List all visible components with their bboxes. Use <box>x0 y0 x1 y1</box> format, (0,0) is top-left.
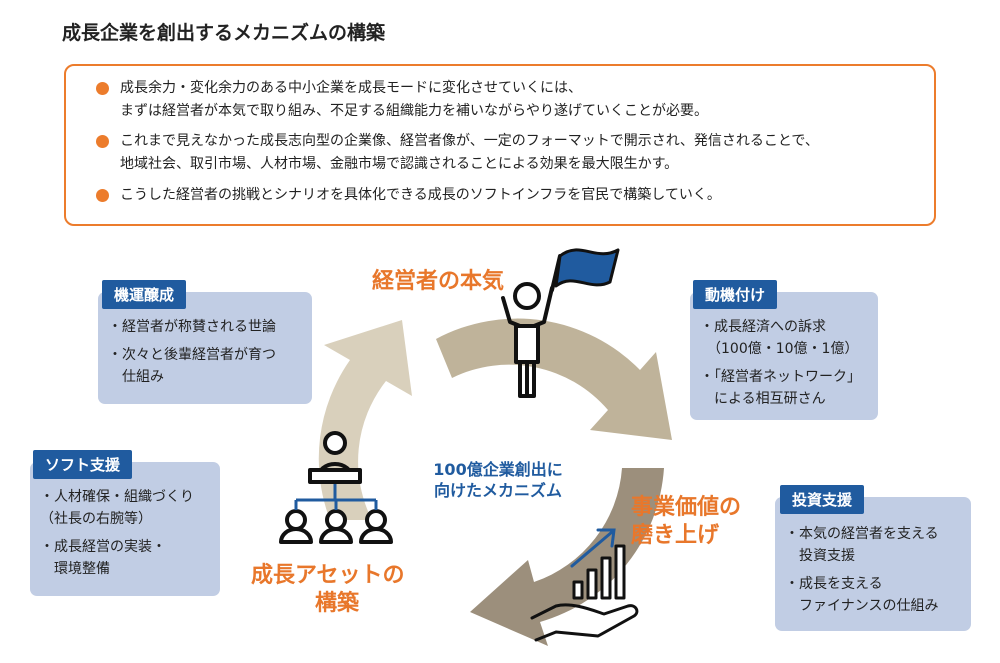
panel-soft-shien: ・人材確保・組織づくり （社長の右腕等） ・成長経営の実装・ 環境整備 <box>30 462 220 596</box>
panel-item-line: 仕組み <box>108 369 164 385</box>
summary-bullet-1-line-1: 成長余力・変化余力のある中小企業を成長モードに変化させていくには、 <box>120 80 582 96</box>
org-chart-icon <box>279 431 393 544</box>
tag-toushi-shien: 投資支援 <box>780 485 865 514</box>
panel-kiun-jousei: ・経営者が称賛される世論 ・次々と後輩経営者が育つ 仕組み <box>98 292 312 404</box>
bullet-dot-icon <box>96 189 109 202</box>
panel-item: ・成長を支える ファイナンスの仕組み <box>785 573 965 617</box>
panel-item-line: ・成長を支える <box>785 576 883 592</box>
summary-bullet-1-line-2: まずは経営者が本気で取り組み、不足する組織能力を補いながらやり遂げていくことが必… <box>120 103 708 119</box>
panel-item: ・成長経済への訴求 （100億・10億・1億） <box>700 316 872 360</box>
summary-box: 成長余力・変化余力のある中小企業を成長モードに変化させていくには、 まずは経営者… <box>64 64 936 226</box>
cycle-center-line-2: 向けたメカニズム <box>433 481 562 500</box>
panel-toushi-shien: ・本気の経営者を支える 投資支援 ・成長を支える ファイナンスの仕組み <box>775 497 971 631</box>
stage-label-right-line-2: 磨き上げ <box>631 523 720 548</box>
cycle-center-text: 100億企業創出に 向けたメカニズム <box>413 459 583 501</box>
panel-item: ・経営者が称賛される世論 <box>108 316 306 338</box>
stage-label-left-line-1: 成長アセットの <box>251 563 405 588</box>
panel-item: ・本気の経営者を支える 投資支援 <box>785 523 965 567</box>
tag-soft-shien: ソフト支援 <box>33 450 133 479</box>
bullet-dot-icon <box>96 82 109 95</box>
panel-douki-zuke: ・成長経済への訴求 （100億・10億・1億） ・「経営者ネットワーク」 による… <box>690 292 878 420</box>
panel-item-line: 環境整備 <box>40 561 110 577</box>
panel-item: ・人材確保・組織づくり （社長の右腕等） <box>40 486 214 530</box>
growth-arrow-icon <box>570 528 616 568</box>
tag-kiun-jousei: 機運醸成 <box>102 280 187 309</box>
org-chart-lines-icon <box>294 484 378 510</box>
panel-item-line: ・人材確保・組織づくり <box>40 489 194 505</box>
cycle-arrow-top-to-right <box>436 318 672 440</box>
flag-icon <box>554 248 620 288</box>
panel-soft-items: ・人材確保・組織づくり （社長の右腕等） ・成長経営の実装・ 環境整備 <box>40 486 214 586</box>
growth-chart-hand-icon <box>530 544 639 642</box>
panel-item-line: ・本気の経営者を支える <box>785 526 939 542</box>
summary-bullet-1: 成長余力・変化余力のある中小企業を成長モードに変化させていくには、 まずは経営者… <box>96 77 708 123</box>
summary-bullet-2-line-1: これまで見えなかった成長志向型の企業像、経営者像が、一定のフォーマットで開示され… <box>120 133 819 149</box>
flag-person-icon <box>501 254 562 398</box>
summary-bullet-2: これまで見えなかった成長志向型の企業像、経営者像が、一定のフォーマットで開示され… <box>96 130 819 176</box>
panel-kiun-items: ・経営者が称賛される世論 ・次々と後輩経営者が育つ 仕組み <box>108 316 306 394</box>
panel-item-line: （100億・10億・1億） <box>700 341 859 357</box>
summary-bullet-2-line-2: 地域社会、取引市場、人材市場、金融市場で認識されることによる効果を最大限生かす。 <box>120 156 679 172</box>
panel-item-line: ・成長経済への訴求 <box>700 319 826 335</box>
panel-item: ・次々と後輩経営者が育つ 仕組み <box>108 344 306 388</box>
panel-item-line: （社長の右腕等） <box>40 511 152 527</box>
panel-item: ・「経営者ネットワーク」 による相互研さん <box>700 366 872 410</box>
panel-item-line: ファイナンスの仕組み <box>785 598 939 614</box>
panel-toshi-items: ・本気の経営者を支える 投資支援 ・成長を支える ファイナンスの仕組み <box>785 523 965 623</box>
stage-label-right: 事業価値の 磨き上げ <box>631 494 741 550</box>
summary-bullet-3-line-1: こうした経営者の挑戦とシナリオを具体化できる成長のソフトインフラを官民で構築して… <box>120 187 721 203</box>
panel-item: ・成長経営の実装・ 環境整備 <box>40 536 214 580</box>
panel-item-line: 投資支援 <box>785 548 855 564</box>
cycle-arrow-left-to-top <box>318 320 412 520</box>
cycle-arrow-right-to-bottom <box>470 468 664 646</box>
cycle-center-line-1: 100億企業創出に <box>433 460 563 479</box>
panel-item-line: による相互研さん <box>700 391 826 407</box>
stage-label-left: 成長アセットの 構築 <box>251 562 405 618</box>
page-title: 成長企業を創出するメカニズムの構築 <box>62 22 386 44</box>
summary-bullet-3: こうした経営者の挑戦とシナリオを具体化できる成長のソフトインフラを官民で構築して… <box>96 184 721 207</box>
panel-item-line: ・経営者が称賛される世論 <box>108 319 276 335</box>
panel-doki-items: ・成長経済への訴求 （100億・10億・1億） ・「経営者ネットワーク」 による… <box>700 316 872 416</box>
stage-label-right-line-1: 事業価値の <box>631 495 742 520</box>
panel-item-line: ・「経営者ネットワーク」 <box>700 369 861 385</box>
panel-item-line: ・次々と後輩経営者が育つ <box>108 347 276 363</box>
stage-label-left-line-2: 構築 <box>315 591 360 616</box>
bullet-dot-icon <box>96 135 109 148</box>
panel-item-line: ・成長経営の実装・ <box>40 539 166 555</box>
tag-douki-zuke: 動機付け <box>693 280 778 309</box>
stage-label-top: 経営者の本気 <box>372 269 505 294</box>
